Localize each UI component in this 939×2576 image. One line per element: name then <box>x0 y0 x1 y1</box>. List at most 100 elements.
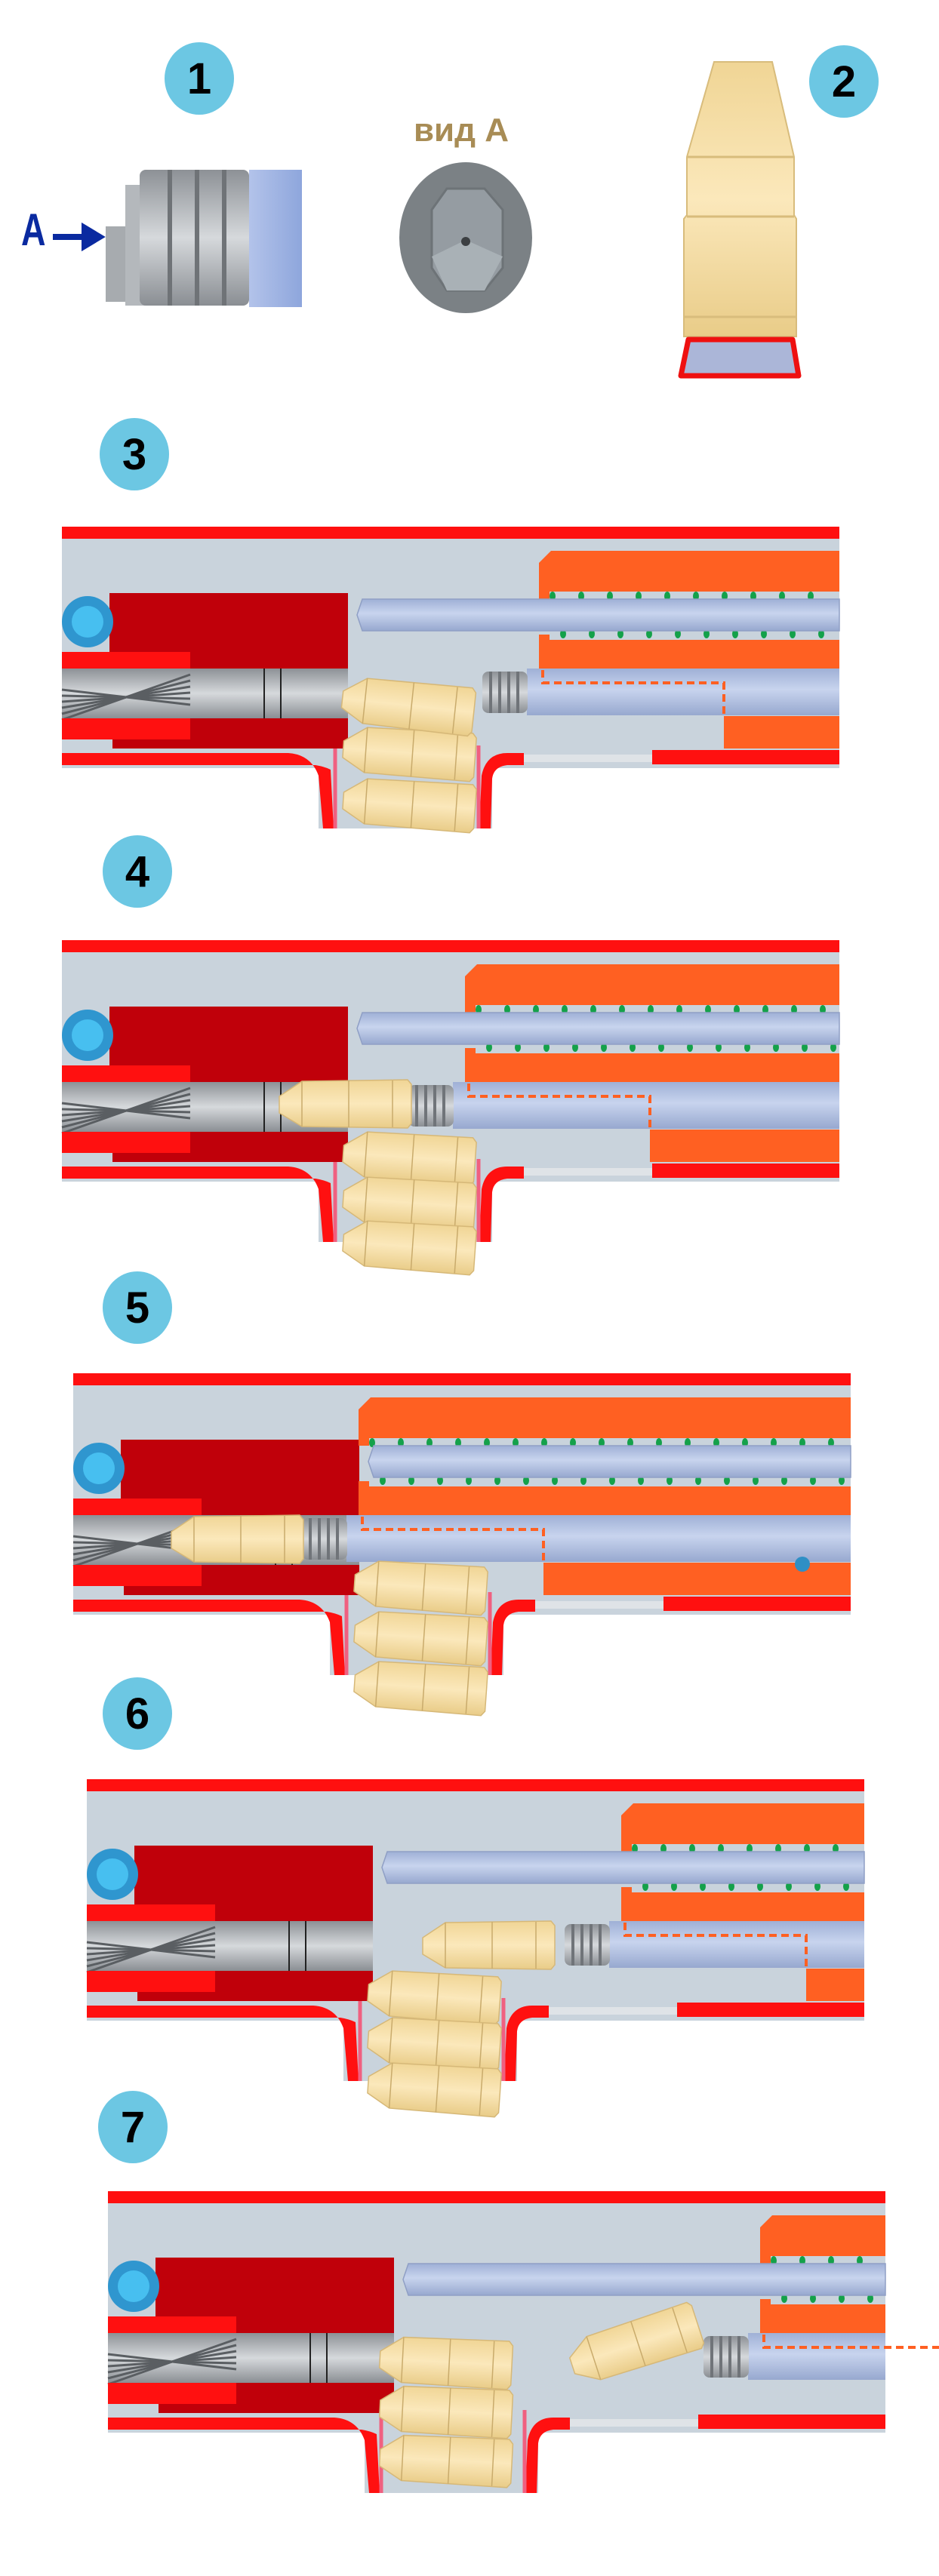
operating-rod-lower <box>539 635 839 669</box>
cartridge-line <box>363 1132 368 1177</box>
cartridge-line <box>465 1617 470 1665</box>
cartridge-body <box>353 1560 488 1616</box>
recoil-spring-coil <box>476 1005 482 1014</box>
receiver-bottom-frame-right <box>479 1167 524 1242</box>
receiver-bottom-frame-left <box>62 753 334 828</box>
receiver-slot <box>524 755 652 762</box>
barrel-extension-upper <box>155 2258 394 2333</box>
recoil-spring-coil <box>455 1438 461 1447</box>
cartridge-line <box>421 1664 426 1711</box>
arrow-icon <box>53 222 106 252</box>
pivot-pin-inner <box>72 606 103 638</box>
recoil-spring-coil <box>426 1438 433 1447</box>
bolt-body <box>609 1921 864 1968</box>
barrel-extension-lower <box>159 2383 394 2413</box>
cartridge-line <box>388 2018 393 2063</box>
bolt-head-groove <box>327 1518 330 1560</box>
recoil-spring-coil <box>799 1438 805 1447</box>
feeding-cartridge <box>171 1514 304 1564</box>
bolt-head-illustration <box>53 170 302 307</box>
cartridge-line <box>362 678 368 724</box>
bolt-group <box>703 2215 939 2380</box>
cartridge-body <box>378 2434 514 2488</box>
pivot-pin-inner <box>118 2270 149 2302</box>
bolt-head-groove <box>309 1518 312 1560</box>
firing-pin-rod <box>356 1012 840 1045</box>
step-badge-6: 6 <box>103 1677 172 1750</box>
barrel-extension-upper <box>109 593 348 669</box>
cartridge-line <box>451 687 458 734</box>
trunnion-upper <box>87 1904 215 1921</box>
bolt-head-groove <box>571 1924 574 1966</box>
trunnion-lower <box>73 1565 202 1586</box>
cartridge-body <box>342 1131 477 1187</box>
magazine-cartridge <box>342 1131 477 1187</box>
recoil-spring-coil <box>742 1438 748 1447</box>
cartridge-line <box>388 2063 393 2108</box>
operating-rod-upper <box>760 2215 885 2264</box>
recoil-spring-coil <box>513 1438 519 1447</box>
trunnion-lower <box>62 1132 190 1153</box>
receiver-bottom-frame-right <box>504 2006 549 2081</box>
step-number: 2 <box>831 57 857 106</box>
receiver-slot <box>535 1601 663 1609</box>
bolt-head-groove <box>498 672 501 713</box>
cartridge-line <box>410 781 415 828</box>
magazine-cartridge <box>367 1970 502 2026</box>
recoil-spring-coil <box>830 1043 836 1052</box>
cartridge-line <box>479 2023 484 2070</box>
recoil-spring-coil <box>839 1476 845 1485</box>
operating-rod-lower <box>760 2299 885 2333</box>
firing-pin-rod <box>402 2263 886 2296</box>
receiver-bottom-frame-right <box>479 753 524 828</box>
receiver-slot <box>549 2007 677 2015</box>
recoil-spring-coil <box>744 1043 750 1052</box>
recoil-spring-coil <box>781 1476 787 1485</box>
trunnion-upper <box>73 1499 202 1515</box>
recoil-spring-coil <box>437 1476 443 1485</box>
step-badge-7: 7 <box>98 2091 168 2163</box>
rifling-line <box>61 688 191 706</box>
bolt-group <box>302 1397 851 1595</box>
rifling-line <box>107 2353 237 2371</box>
recoil-spring-coil <box>713 1438 719 1447</box>
receiver-bottom-frame-left <box>73 1600 345 1675</box>
step-number: 4 <box>125 847 150 896</box>
operating-rod-lower <box>465 1048 839 1082</box>
cartridge-body <box>171 1514 304 1564</box>
recoil-spring-coil <box>762 1005 768 1014</box>
bolt-head-grooved-body <box>140 170 249 306</box>
recoil-spring-coil <box>773 1043 779 1052</box>
recoil-spring-coil <box>689 1844 695 1853</box>
view-a-label: вид А <box>414 112 510 149</box>
recoil-spring-coil <box>589 629 595 638</box>
cartridge-body <box>378 2385 514 2439</box>
cartridge-body <box>353 1661 488 1717</box>
recoil-spring-coil <box>560 629 566 638</box>
recoil-spring-coil <box>771 2256 777 2265</box>
recoil-spring-coil <box>580 1476 586 1485</box>
receiver-bottom-rail <box>663 1597 851 1611</box>
recoil-spring-coil <box>572 1043 578 1052</box>
cartridge-base <box>678 337 802 379</box>
recoil-spring-coil <box>839 2294 845 2303</box>
operating-rod-rear <box>650 1130 839 1162</box>
mechanism-panel-4 <box>61 940 840 1276</box>
cartridge-line <box>672 2307 688 2353</box>
recoil-spring-coil <box>703 629 710 638</box>
step-badge-4: 4 <box>103 835 172 908</box>
receiver-bottom-frame-left <box>108 2418 380 2493</box>
recoil-spring-coil <box>578 592 584 601</box>
receiver-top-frame <box>108 2191 885 2203</box>
recoil-spring-coil <box>543 1043 550 1052</box>
firing-pin-rod <box>356 598 840 632</box>
operating-rod-upper <box>359 1397 851 1446</box>
firing-pin-rod <box>368 1445 851 1478</box>
step-badge-5: 5 <box>103 1271 172 1344</box>
recoil-spring-coil <box>804 1844 810 1853</box>
receiver-top-frame <box>62 940 839 952</box>
recoil-spring-coil <box>590 1005 596 1014</box>
bolt-head-groove <box>599 1924 602 1966</box>
recoil-spring-coil <box>685 1438 691 1447</box>
bolt-head-groove <box>168 170 172 306</box>
